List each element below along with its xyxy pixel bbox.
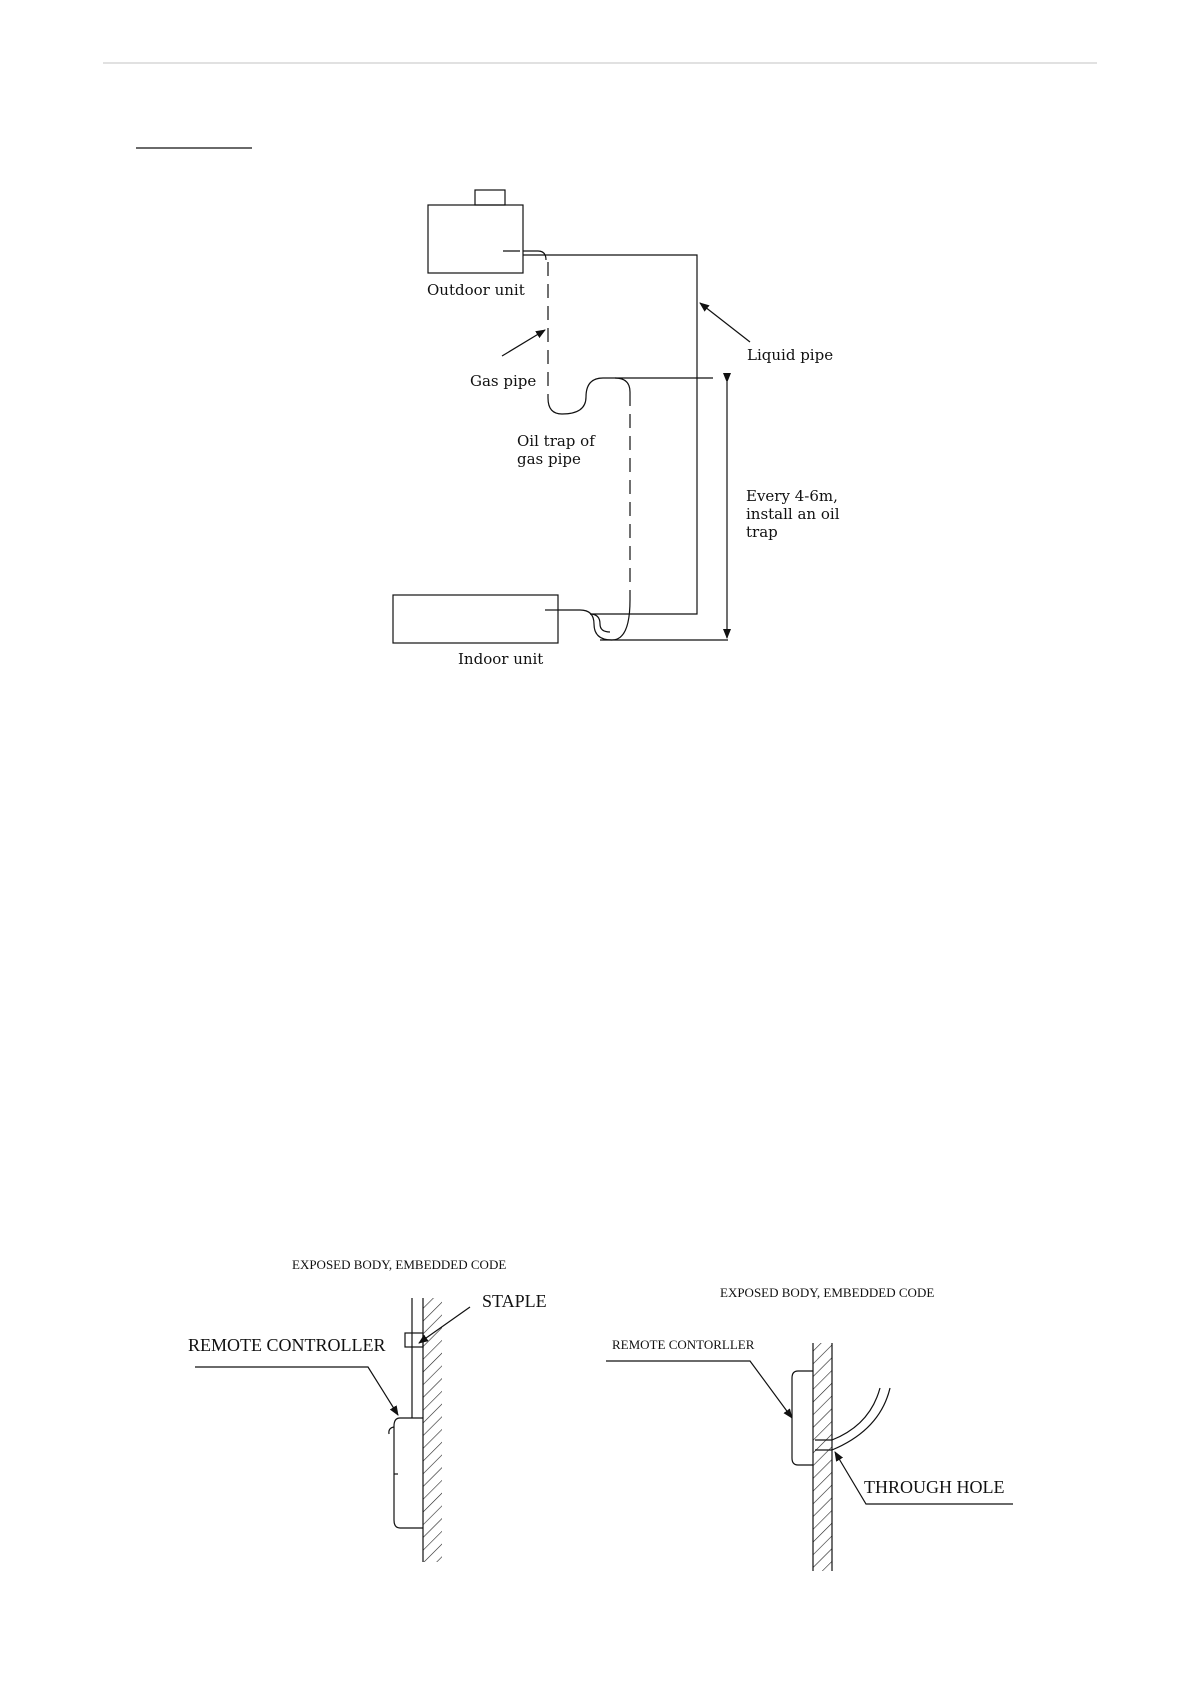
staple-label: STAPLE — [482, 1291, 547, 1312]
controller-left-heading: EXPOSED BODY, EMBEDDED CODE — [292, 1257, 506, 1273]
remote-right-pointer — [606, 1361, 792, 1418]
indoor-unit-label: Indoor unit — [458, 650, 543, 668]
indoor-unit-box — [393, 595, 558, 643]
gas-pipe-oil-trap — [548, 378, 630, 414]
every-line-2: install an oil — [746, 505, 840, 523]
through-hole-label: THROUGH HOLE — [864, 1477, 1004, 1498]
remote-controller-left-label: REMOTE CONTROLLER — [188, 1335, 386, 1356]
outdoor-unit-label: Outdoor unit — [427, 281, 525, 299]
outdoor-unit-fan-cap — [475, 190, 505, 205]
oil-trap-line-2: gas pipe — [517, 450, 595, 468]
remote-left-pointer — [195, 1367, 398, 1415]
gas-pipe-label: Gas pipe — [470, 372, 536, 390]
outdoor-unit-box — [428, 205, 523, 273]
wall-right — [813, 1343, 832, 1571]
remote-controller-left — [394, 1418, 423, 1528]
oil-trap-line-1: Oil trap of — [517, 432, 595, 450]
remote-controller-right-label: REMOTE CONTORLLER — [612, 1337, 754, 1353]
liquid-pipe-pointer — [700, 303, 750, 342]
controller-right-heading: EXPOSED BODY, EMBEDDED CODE — [720, 1285, 934, 1301]
every-oil-trap-label: Every 4-6m, install an oil trap — [746, 487, 840, 541]
every-line-1: Every 4-6m, — [746, 487, 840, 505]
gas-pipe-pointer — [502, 330, 545, 356]
controller-right-drawing — [606, 1343, 1013, 1571]
remote-controller-right — [792, 1371, 813, 1465]
every-line-3: trap — [746, 523, 840, 541]
liquid-pipe-label: Liquid pipe — [747, 346, 833, 364]
cable-right — [832, 1388, 890, 1450]
staple-left — [405, 1333, 423, 1347]
oil-trap-label: Oil trap of gas pipe — [517, 432, 595, 468]
pipe-diagram — [393, 190, 750, 643]
